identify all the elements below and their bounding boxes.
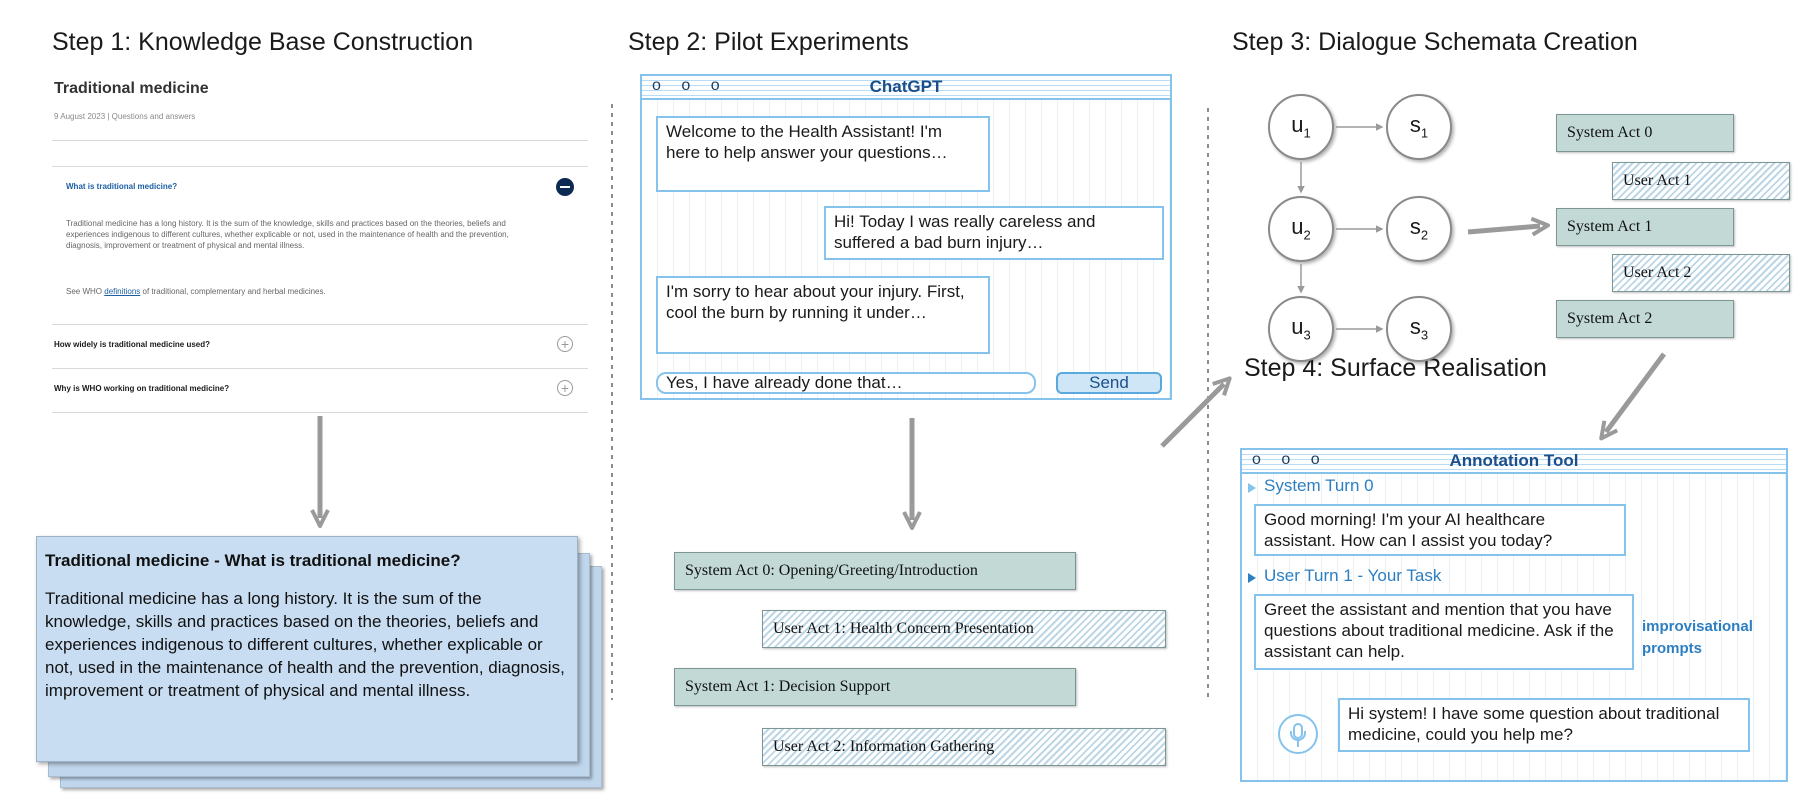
kb-card-text: Traditional medicine has a long history.… [45,589,565,700]
play-triangle-icon [1248,573,1256,583]
step3-user-act-2: User Act 2 [1612,254,1790,292]
faq-answer-1: Traditional medicine has a long history.… [66,219,509,250]
schema-node-u2: u2 [1268,196,1334,262]
kb-card-title: Traditional medicine - What is tradition… [45,551,461,570]
schema-node-s3: s3 [1386,296,1452,362]
divider [52,324,588,325]
divider [52,140,588,141]
divider [52,368,588,369]
step3-user-act-1: User Act 1 [1612,162,1790,200]
chat-message-user: Hi! Today I was really careless and suff… [824,206,1164,260]
step3-title: Step 3: Dialogue Schemata Creation [1232,28,1638,56]
play-triangle-icon [1248,483,1256,493]
step2-user-act-2: User Act 2: Information Gathering [762,728,1166,766]
window-titlebar: o o o ChatGPT [642,76,1170,100]
collapse-icon[interactable] [556,178,574,196]
user-turn-label: User Turn 1 - Your Task [1264,566,1442,585]
divider [52,412,588,413]
window-titlebar: o o o Annotation Tool [1242,450,1786,474]
page-title: Traditional medicine [54,80,209,97]
annotation-tool-window: o o o Annotation Tool System Turn 0 Good… [1240,448,1788,782]
step3-system-act-1: System Act 1 [1556,208,1734,246]
step2-system-act-1: System Act 1: Decision Support [674,668,1076,706]
step2-user-act-1: User Act 1: Health Concern Presentation [762,610,1166,648]
definitions-link[interactable]: definitions [104,287,141,296]
step2-system-act-0: System Act 0: Opening/Greeting/Introduct… [674,552,1076,590]
step2-title: Step 2: Pilot Experiments [628,28,909,56]
step1-title: Step 1: Knowledge Base Construction [52,28,474,56]
schema-node-u3: u3 [1268,296,1334,362]
step3-system-act-2: System Act 2 [1556,300,1734,338]
divider [52,166,588,167]
schema-node-s1: s1 [1386,94,1452,160]
window-title: ChatGPT [869,77,943,96]
user-reply-text: Hi system! I have some question about tr… [1338,698,1750,752]
faq-question-3[interactable]: Why is WHO working on traditional medici… [54,384,230,393]
chat-message-assistant: I'm sorry to hear about your injury. Fir… [656,276,990,354]
faq-see-also: See WHO definitions of traditional, comp… [66,287,326,296]
faq-question-2[interactable]: How widely is traditional medicine used? [54,340,211,349]
chatgpt-window: o o o ChatGPT Welcome to the Health Assi… [640,74,1172,400]
user-task-prompt: Greet the assistant and mention that you… [1254,594,1634,670]
improvisational-prompts-label: improvisational prompts [1642,618,1753,657]
system-turn-label: System Turn 0 [1264,476,1374,495]
expand-icon[interactable]: + [557,336,573,352]
schema-node-s2: s2 [1386,196,1452,262]
window-controls-icon[interactable]: o o o [652,77,728,94]
step3-system-act-0: System Act 0 [1556,114,1734,152]
arrow-step2-to-step3 [1160,376,1232,448]
kb-webpage: Traditional medicine 9 August 2023 | Que… [52,78,592,413]
arrow-graph-to-acts [1467,216,1550,237]
chat-input[interactable]: Yes, I have already done that… [656,372,1036,394]
schema-node-u1: u1 [1268,94,1334,160]
chat-message-assistant: Welcome to the Health Assistant! I'm her… [656,116,990,192]
microphone-icon[interactable] [1278,714,1318,754]
window-controls-icon[interactable]: o o o [1252,451,1328,468]
kb-card: Traditional medicine - What is tradition… [36,536,578,762]
send-button[interactable]: Send [1056,372,1162,394]
page-meta: 9 August 2023 | Questions and answers [54,112,196,121]
arrow-step3-to-step4 [1599,352,1667,441]
system-turn-text: Good morning! I'm your AI healthcare ass… [1254,504,1626,556]
window-title: Annotation Tool [1449,451,1579,470]
faq-question-1[interactable]: What is traditional medicine? [66,182,178,191]
expand-icon[interactable]: + [557,380,573,396]
